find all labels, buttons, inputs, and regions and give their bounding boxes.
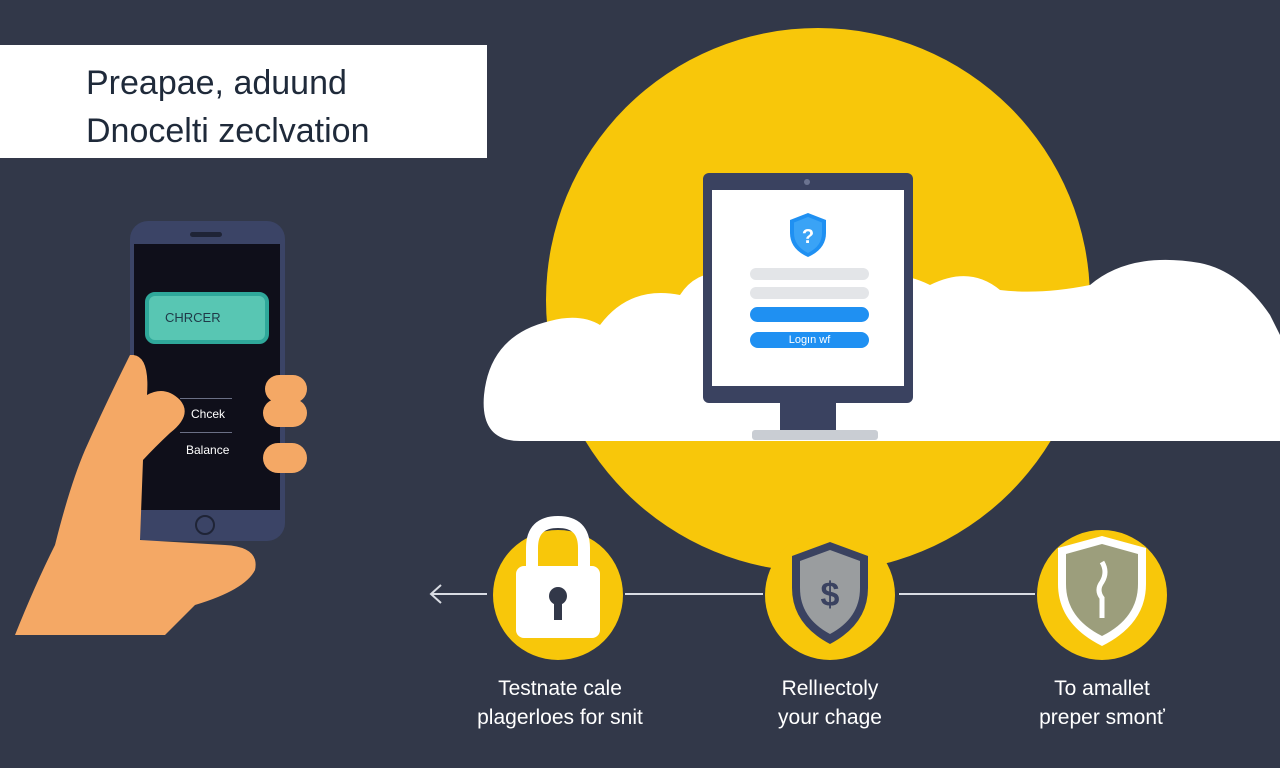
step-1-caption-line-2: plagerloes for snit — [477, 706, 643, 729]
step-1-caption-line-1: Testnate cale — [498, 677, 622, 700]
monitor-base — [752, 430, 878, 440]
svg-text:$: $ — [821, 576, 840, 614]
svg-text:?: ? — [802, 226, 814, 248]
hand-illustration — [15, 355, 307, 635]
flow-connector — [429, 584, 1035, 604]
title-line-2: Dnocelti zeclvation — [86, 112, 370, 150]
step-3-caption-line-2: preper smonť — [1039, 706, 1165, 729]
step-2-caption: Rellıectoly your chage — [700, 674, 960, 732]
submit-button[interactable] — [750, 307, 869, 322]
phone-action-button[interactable]: CHRCER — [145, 292, 269, 344]
login-button[interactable]: Logın wf — [750, 332, 869, 348]
step-2-caption-line-2: your chage — [778, 706, 882, 729]
shield-key-icon — [1058, 536, 1146, 646]
phone-screen — [134, 244, 280, 510]
menu-divider — [180, 432, 232, 433]
phone-home-button — [195, 515, 215, 535]
shield-dollar-icon: $ — [792, 542, 868, 644]
password-field[interactable] — [750, 287, 869, 299]
step-3-caption-line-1: To amallet — [1054, 677, 1150, 700]
title-line-1: Preapae, aduund — [86, 64, 347, 102]
step-3-caption: To amallet preper smonť — [972, 674, 1232, 732]
step-1-caption: Testnate cale plagerloes for snit — [430, 674, 690, 732]
monitor-stand — [780, 402, 836, 432]
title-banner: Preapae, aduund Dnocelti zeclvation — [0, 45, 487, 158]
padlock-icon — [516, 515, 600, 638]
shield-question-icon: ? — [790, 213, 826, 257]
username-field[interactable] — [750, 268, 869, 280]
menu-item-balance[interactable]: Balance — [186, 443, 230, 457]
menu-item-check[interactable]: Chcek — [191, 407, 226, 421]
menu-divider — [180, 398, 232, 399]
step-2-caption-line-1: Rellıectoly — [781, 677, 879, 700]
monitor-camera — [804, 179, 810, 185]
phone-speaker — [190, 232, 222, 237]
